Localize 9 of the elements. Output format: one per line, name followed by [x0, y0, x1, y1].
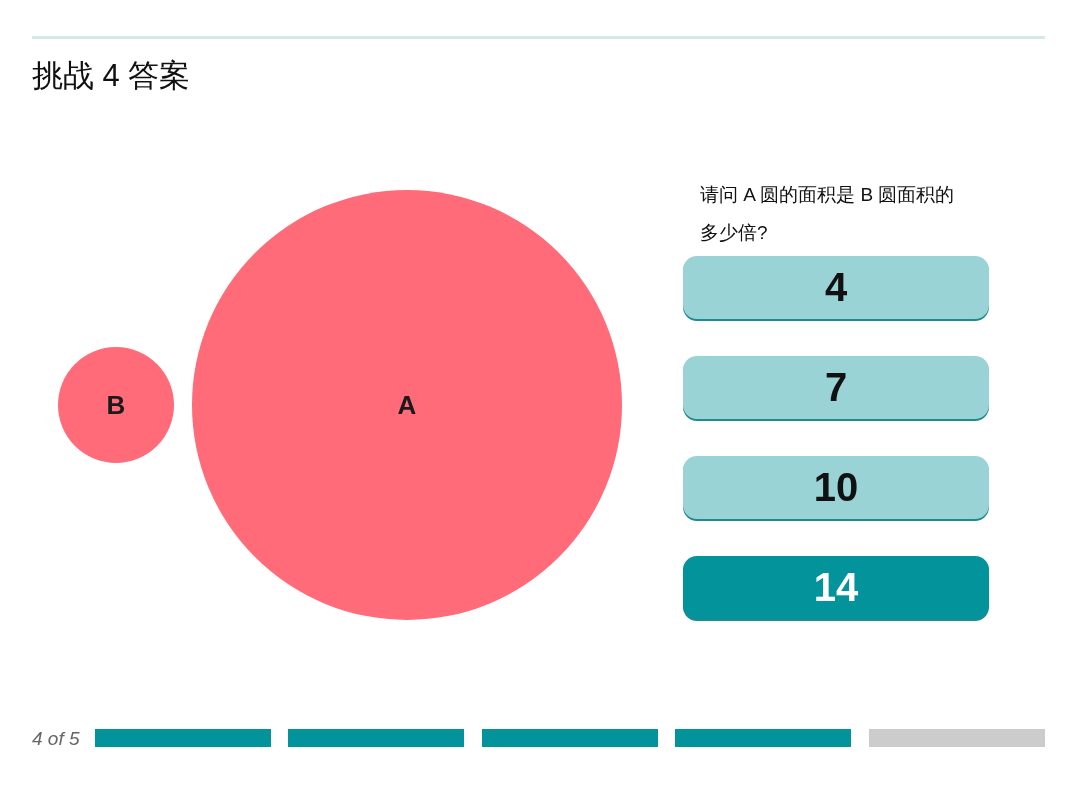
answer-button: 4 [683, 256, 989, 319]
circle-label: A [397, 390, 417, 420]
progress-counter: 4 of 5 [32, 727, 80, 751]
question-text: 请问 A 圆的面积是 B 圆面积的多少倍? [700, 183, 956, 245]
slide-title: 挑战 4 答案 [32, 57, 191, 95]
selected-answer-button: 14 [683, 556, 989, 619]
answer-button: 7 [683, 356, 989, 419]
answer-button: 10 [683, 456, 989, 519]
circle-label: B [106, 390, 126, 420]
